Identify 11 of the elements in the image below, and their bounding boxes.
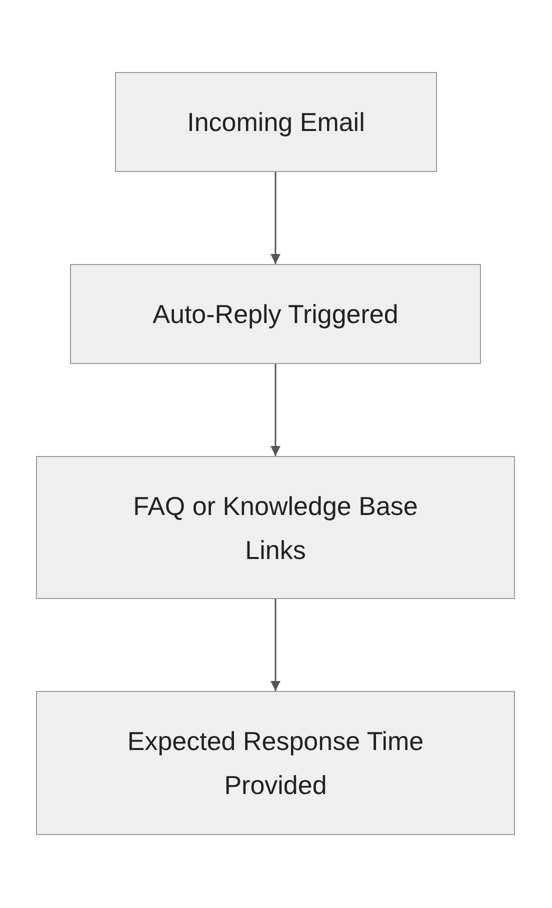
box-label: Auto-Reply Triggered [152,298,398,331]
process-box [70,264,481,364]
arrow [270,364,280,456]
arrow [270,599,280,691]
process-box [115,72,437,172]
process-box [36,456,515,599]
arrow [270,172,280,264]
box-label: Incoming Email [187,106,365,139]
box-label: FAQ or Knowledge Base Links [132,490,419,566]
box-label: Expected Response Time Provided [126,725,425,802]
process-box [36,691,515,835]
